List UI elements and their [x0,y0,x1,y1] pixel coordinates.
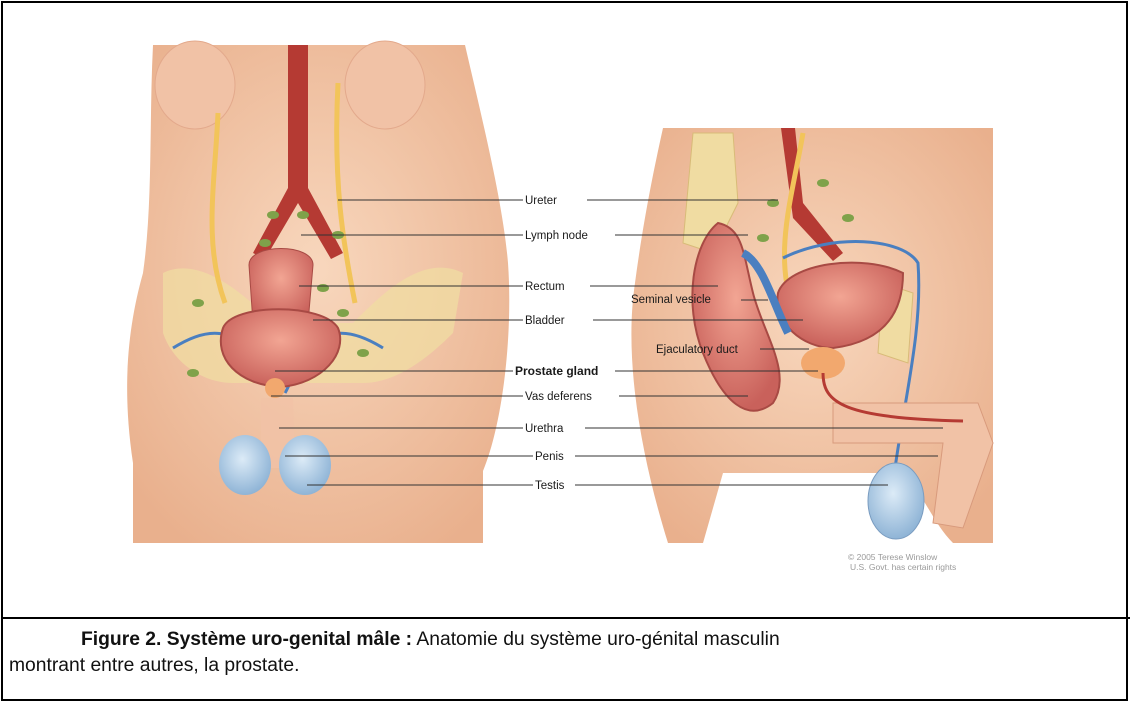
label-ureter: Ureter [525,195,557,207]
right-testis-front [279,435,331,495]
left-kidney [155,41,235,129]
anatomy-figure: Ureter Lymph node Rectum Bladder Prostat… [3,3,1128,615]
caption-title: Figure 2. Système uro-genital mâle : [81,629,412,650]
caption-text-line-2: montrant entre autres, la prostate. [9,655,299,676]
label-prostate-gland: Prostate gland [515,364,598,378]
label-ejaculatory-duct: Ejaculatory duct [656,344,739,356]
label-seminal-vesicle: Seminal vesicle [631,294,711,306]
credit-line-1: © 2005 Terese Winslow [848,552,938,562]
frontal-view [127,41,509,543]
sagittal-view [631,128,993,543]
figure-caption: Figure 2. Système uro-genital mâle : Ana… [9,627,1119,679]
testis-sagittal [868,463,924,539]
label-bladder: Bladder [525,315,565,327]
label-urethra: Urethra [525,423,564,435]
left-testis-front [219,435,271,495]
label-rectum: Rectum [525,281,565,293]
label-testis: Testis [535,480,565,492]
caption-text-line-1: Anatomie du système uro-génital masculin [412,629,780,650]
label-lymph-node: Lymph node [525,230,588,242]
right-kidney [345,41,425,129]
prostate-front [265,378,285,398]
label-vas-deferens: Vas deferens [525,391,592,403]
anatomy-illustration: Ureter Lymph node Rectum Bladder Prostat… [3,3,1128,615]
credit-line-2: U.S. Govt. has certain rights [850,562,956,572]
label-penis: Penis [535,451,564,463]
caption-divider [1,617,1130,619]
